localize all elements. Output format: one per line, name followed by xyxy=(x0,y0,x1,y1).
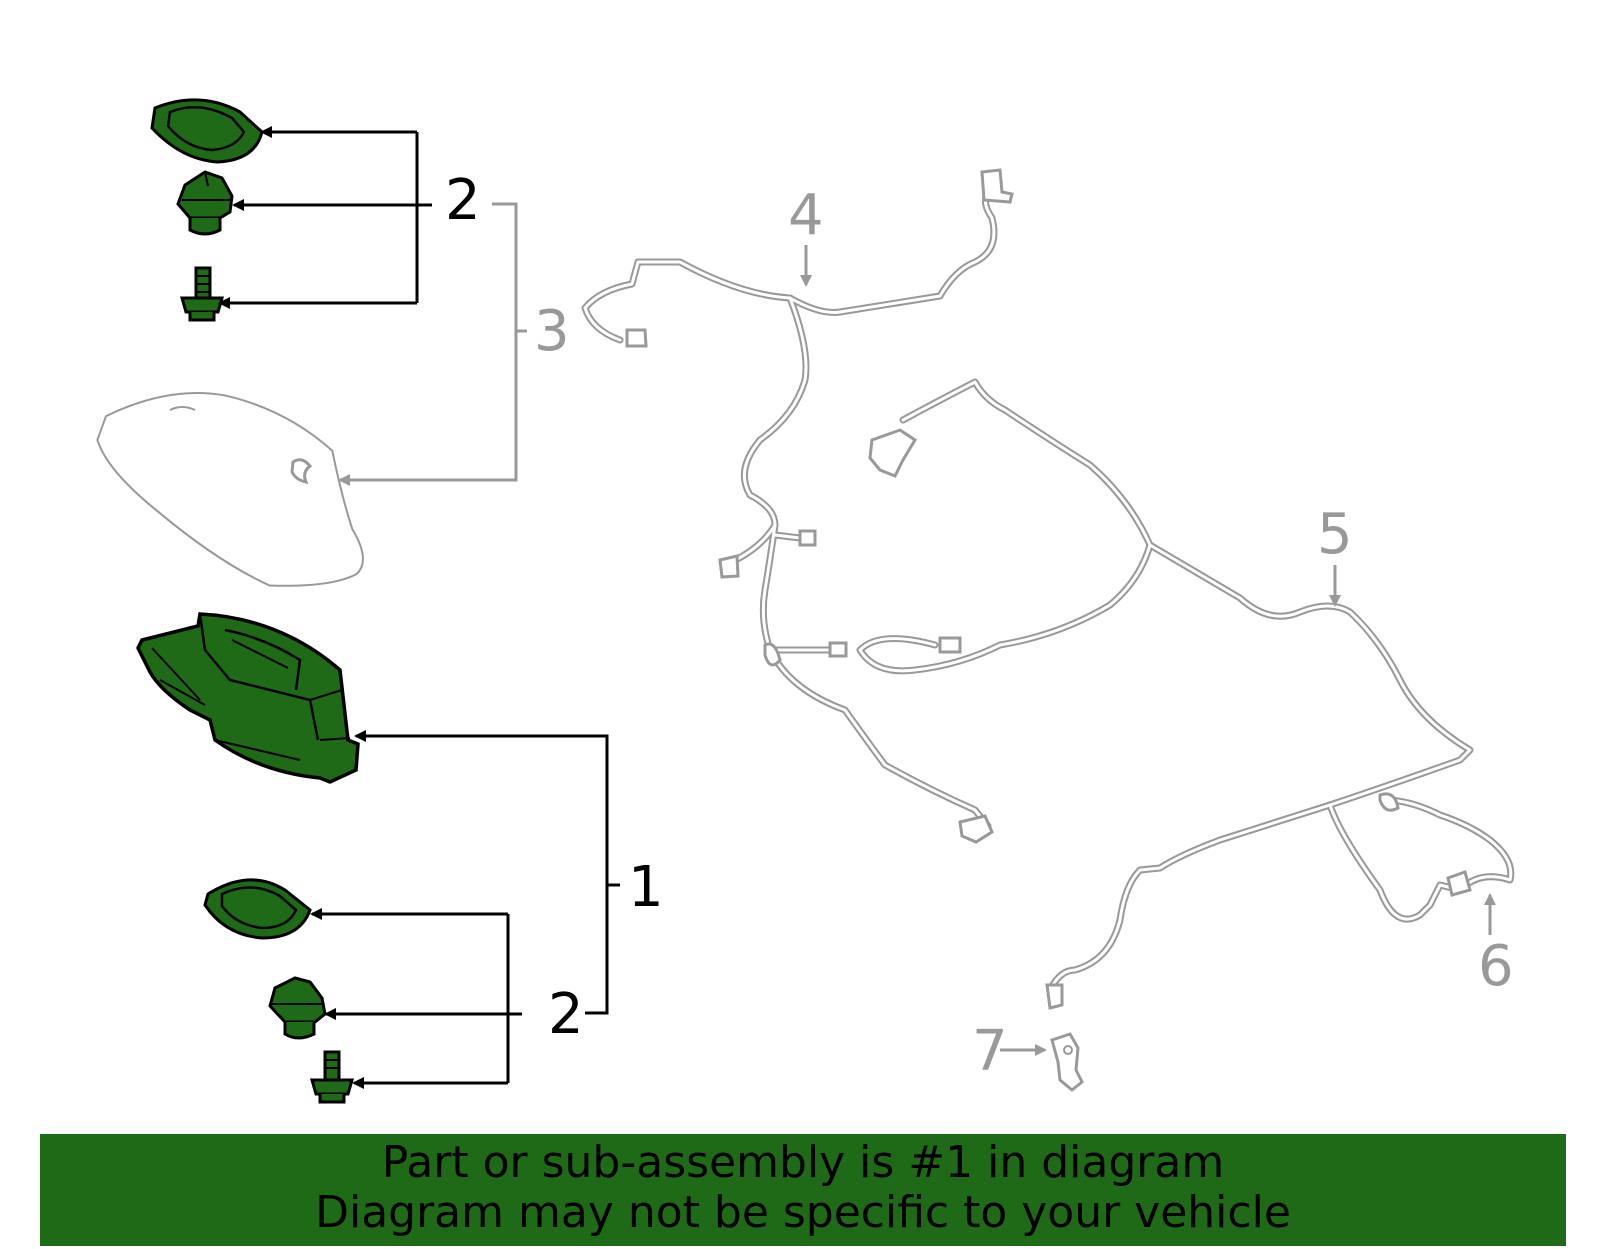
callout-part-2-top: 2 xyxy=(445,168,481,233)
antenna-base-icon[interactable] xyxy=(136,612,360,784)
callout-part-3: 3 xyxy=(534,299,570,364)
wiring-harness-5-icon[interactable] xyxy=(856,378,1515,1010)
nut-clip-icon xyxy=(268,976,327,1040)
info-banner: Part or sub-assembly is #1 in diagram Di… xyxy=(40,1134,1566,1246)
gasket-pad-icon xyxy=(150,98,264,164)
callout-part-1: 1 xyxy=(628,855,664,920)
banner-line-1: Part or sub-assembly is #1 in diagram xyxy=(381,1137,1225,1188)
leader-part-1 xyxy=(354,730,609,885)
bolt-icon xyxy=(310,1050,354,1104)
nut-clip-icon xyxy=(176,170,234,236)
bolt-icon xyxy=(180,266,224,322)
bracket-7-icon[interactable] xyxy=(1050,1032,1084,1092)
callout-part-2-bottom: 2 xyxy=(548,982,584,1047)
callout-part-4: 4 xyxy=(788,183,824,248)
gasket-pad-icon xyxy=(203,878,312,940)
part-2-lower-group[interactable] xyxy=(203,878,522,1104)
part-2-upper-group[interactable] xyxy=(150,98,432,322)
leader-part-3 xyxy=(338,202,518,486)
callout-part-5: 5 xyxy=(1317,502,1353,567)
antenna-cover-icon[interactable] xyxy=(96,392,364,587)
callout-part-6: 6 xyxy=(1478,934,1514,999)
callout-part-7: 7 xyxy=(972,1019,1008,1084)
wiring-harness-4-icon[interactable] xyxy=(581,168,1014,844)
banner-line-2: Diagram may not be specific to your vehi… xyxy=(315,1187,1291,1238)
